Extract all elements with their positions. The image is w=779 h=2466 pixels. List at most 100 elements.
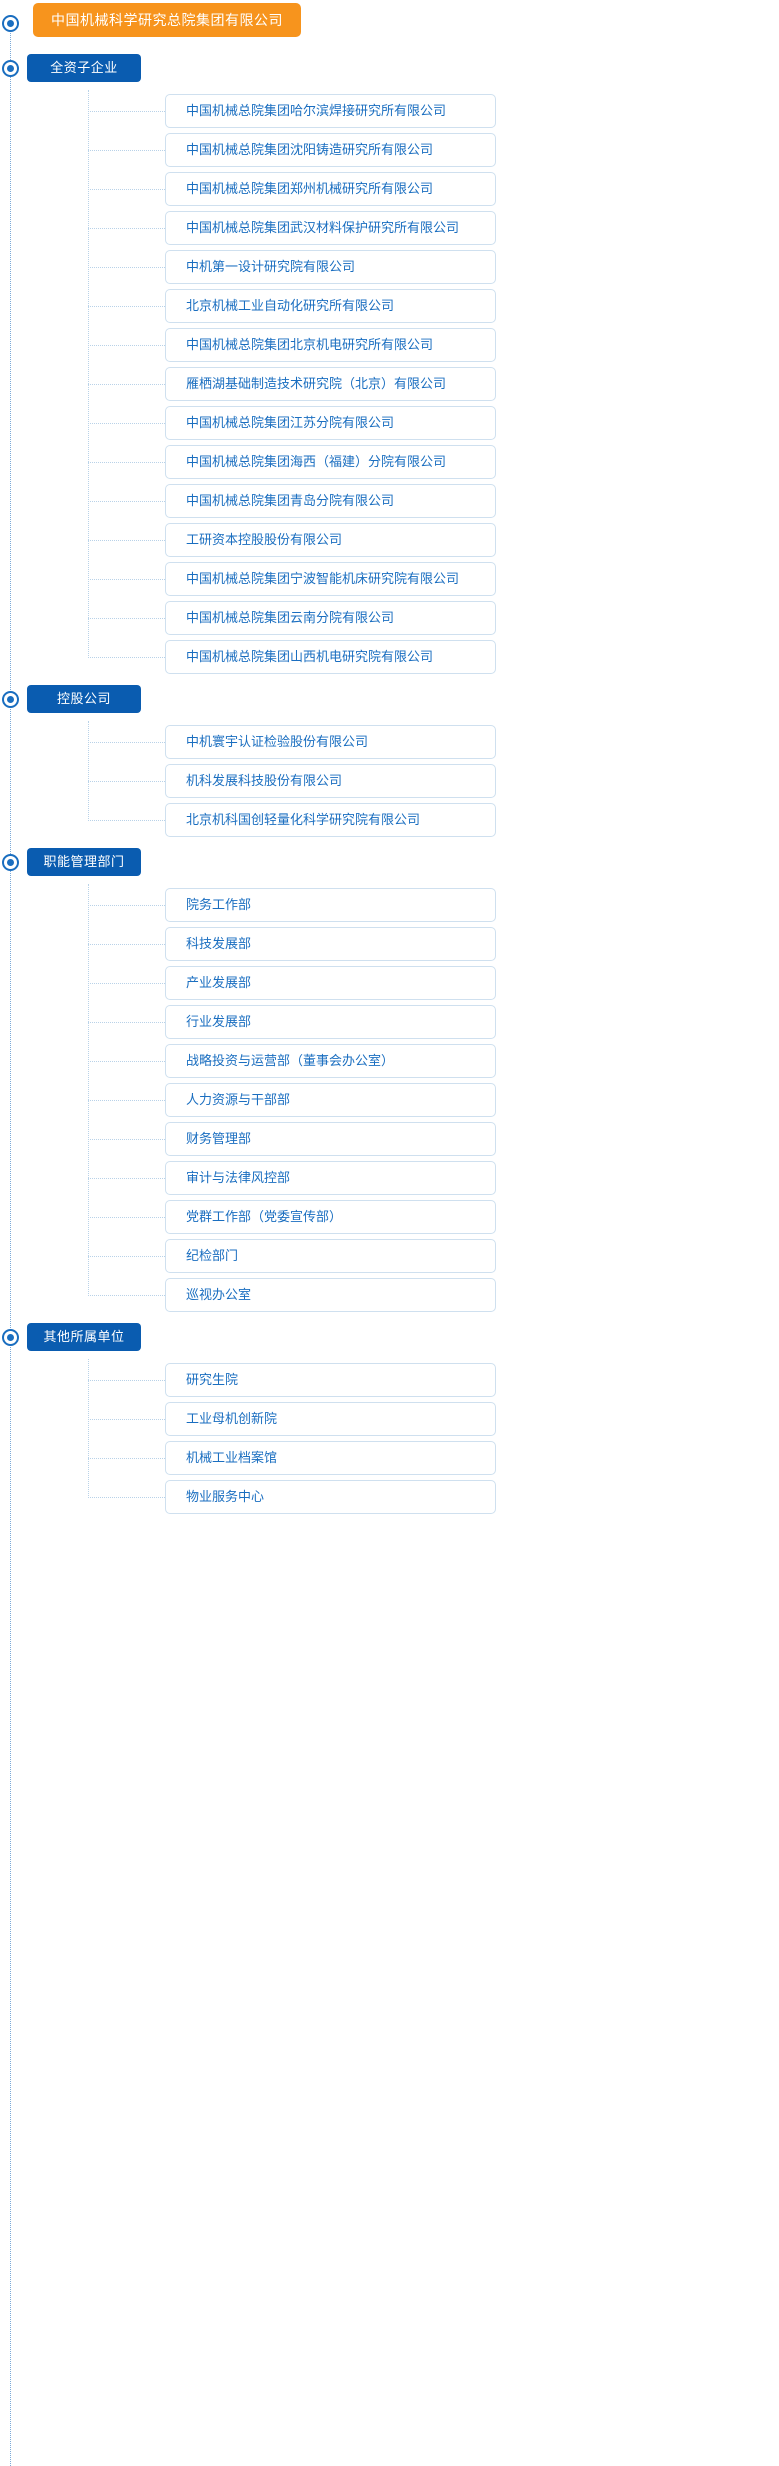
org-item[interactable]: 中国机械总院集团郑州机械研究所有限公司: [165, 172, 496, 206]
org-item[interactable]: 巡视办公室: [165, 1278, 496, 1312]
org-item-row: 中国机械总院集团山西机电研究院有限公司: [0, 638, 779, 677]
org-item-row: 战略投资与运营部（董事会办公室）: [0, 1042, 779, 1081]
category-header: 控股公司: [0, 677, 779, 721]
org-item[interactable]: 党群工作部（党委宣传部）: [165, 1200, 496, 1234]
org-item-row: 中国机械总院集团哈尔滨焊接研究所有限公司: [0, 92, 779, 131]
org-item[interactable]: 北京机械工业自动化研究所有限公司: [165, 289, 496, 323]
org-item-row: 中国机械总院集团海西（福建）分院有限公司: [0, 443, 779, 482]
item-horizontal-connector: [88, 905, 165, 906]
org-item-row: 中国机械总院集团江苏分院有限公司: [0, 404, 779, 443]
item-horizontal-connector: [88, 189, 165, 190]
org-item-row: 机科发展科技股份有限公司: [0, 762, 779, 801]
category-node-marker-icon: [2, 691, 19, 708]
org-item[interactable]: 科技发展部: [165, 927, 496, 961]
org-item[interactable]: 中国机械总院集团江苏分院有限公司: [165, 406, 496, 440]
org-item[interactable]: 雁栖湖基础制造技术研究院（北京）有限公司: [165, 367, 496, 401]
org-item-row: 行业发展部: [0, 1003, 779, 1042]
item-horizontal-connector: [88, 820, 165, 821]
branch-vertical-connector: [88, 90, 89, 656]
org-item[interactable]: 中国机械总院集团哈尔滨焊接研究所有限公司: [165, 94, 496, 128]
item-horizontal-connector: [88, 1458, 165, 1459]
category-header: 职能管理部门: [0, 840, 779, 884]
item-horizontal-connector: [88, 1022, 165, 1023]
org-item[interactable]: 中国机械总院集团云南分院有限公司: [165, 601, 496, 635]
branch-vertical-connector: [88, 1359, 89, 1496]
org-item-row: 研究生院: [0, 1361, 779, 1400]
category-item-list: 研究生院工业母机创新院机械工业档案馆物业服务中心: [0, 1359, 779, 1517]
org-item[interactable]: 人力资源与干部部: [165, 1083, 496, 1117]
branch-vertical-connector: [88, 721, 89, 819]
org-item[interactable]: 中国机械总院集团北京机电研究所有限公司: [165, 328, 496, 362]
item-horizontal-connector: [88, 228, 165, 229]
org-item[interactable]: 财务管理部: [165, 1122, 496, 1156]
org-item-row: 中机第一设计研究院有限公司: [0, 248, 779, 287]
org-item-row: 工研资本控股股份有限公司: [0, 521, 779, 560]
org-item-row: 中国机械总院集团沈阳铸造研究所有限公司: [0, 131, 779, 170]
org-item[interactable]: 中机寰宇认证检验股份有限公司: [165, 725, 496, 759]
root-node-row: 中国机械科学研究总院集团有限公司: [0, 0, 779, 46]
org-item-row: 巡视办公室: [0, 1276, 779, 1315]
org-item-row: 中国机械总院集团青岛分院有限公司: [0, 482, 779, 521]
category-group: 职能管理部门院务工作部科技发展部产业发展部行业发展部战略投资与运营部（董事会办公…: [0, 840, 779, 1315]
org-item-row: 北京机科国创轻量化科学研究院有限公司: [0, 801, 779, 840]
item-horizontal-connector: [88, 1178, 165, 1179]
org-item[interactable]: 纪检部门: [165, 1239, 496, 1273]
item-horizontal-connector: [88, 983, 165, 984]
category-label[interactable]: 其他所属单位: [27, 1323, 141, 1351]
org-item[interactable]: 战略投资与运营部（董事会办公室）: [165, 1044, 496, 1078]
org-item-row: 中国机械总院集团武汉材料保护研究所有限公司: [0, 209, 779, 248]
org-item[interactable]: 中国机械总院集团海西（福建）分院有限公司: [165, 445, 496, 479]
main-vertical-connector: [10, 24, 11, 2466]
branch-vertical-connector: [88, 884, 89, 1294]
org-item[interactable]: 中国机械总院集团沈阳铸造研究所有限公司: [165, 133, 496, 167]
org-item[interactable]: 行业发展部: [165, 1005, 496, 1039]
category-node-marker-icon: [2, 60, 19, 77]
org-item[interactable]: 产业发展部: [165, 966, 496, 1000]
item-horizontal-connector: [88, 150, 165, 151]
org-item[interactable]: 研究生院: [165, 1363, 496, 1397]
org-item-row: 物业服务中心: [0, 1478, 779, 1517]
org-item-row: 产业发展部: [0, 964, 779, 1003]
org-item[interactable]: 北京机科国创轻量化科学研究院有限公司: [165, 803, 496, 837]
item-horizontal-connector: [88, 618, 165, 619]
org-item-row: 纪检部门: [0, 1237, 779, 1276]
org-item-row: 科技发展部: [0, 925, 779, 964]
org-item-row: 人力资源与干部部: [0, 1081, 779, 1120]
item-horizontal-connector: [88, 306, 165, 307]
org-item-row: 财务管理部: [0, 1120, 779, 1159]
org-item[interactable]: 物业服务中心: [165, 1480, 496, 1514]
category-item-list: 院务工作部科技发展部产业发展部行业发展部战略投资与运营部（董事会办公室） 人力资源…: [0, 884, 779, 1315]
root-node-label[interactable]: 中国机械科学研究总院集团有限公司: [33, 3, 301, 37]
item-horizontal-connector: [88, 345, 165, 346]
item-horizontal-connector: [88, 1497, 165, 1498]
item-horizontal-connector: [88, 1380, 165, 1381]
category-label[interactable]: 控股公司: [27, 685, 141, 713]
item-horizontal-connector: [88, 1217, 165, 1218]
org-item[interactable]: 中国机械总院集团宁波智能机床研究院有限公司: [165, 562, 496, 596]
item-horizontal-connector: [88, 944, 165, 945]
category-group: 控股公司中机寰宇认证检验股份有限公司机科发展科技股份有限公司北京机科国创轻量化科…: [0, 677, 779, 840]
org-item[interactable]: 机科发展科技股份有限公司: [165, 764, 496, 798]
org-item[interactable]: 中机第一设计研究院有限公司: [165, 250, 496, 284]
org-item-row: 党群工作部（党委宣传部）: [0, 1198, 779, 1237]
org-item[interactable]: 工业母机创新院: [165, 1402, 496, 1436]
item-horizontal-connector: [88, 1061, 165, 1062]
item-horizontal-connector: [88, 742, 165, 743]
item-horizontal-connector: [88, 1295, 165, 1296]
category-item-list: 中国机械总院集团哈尔滨焊接研究所有限公司中国机械总院集团沈阳铸造研究所有限公司中…: [0, 90, 779, 677]
item-horizontal-connector: [88, 423, 165, 424]
org-item[interactable]: 工研资本控股股份有限公司: [165, 523, 496, 557]
org-item[interactable]: 院务工作部: [165, 888, 496, 922]
category-label[interactable]: 全资子企业: [27, 54, 141, 82]
org-item[interactable]: 中国机械总院集团武汉材料保护研究所有限公司: [165, 211, 496, 245]
org-item[interactable]: 中国机械总院集团青岛分院有限公司: [165, 484, 496, 518]
org-item[interactable]: 审计与法律风控部: [165, 1161, 496, 1195]
category-group: 其他所属单位研究生院工业母机创新院机械工业档案馆物业服务中心: [0, 1315, 779, 1517]
org-item-row: 机械工业档案馆: [0, 1439, 779, 1478]
item-horizontal-connector: [88, 1139, 165, 1140]
item-horizontal-connector: [88, 1419, 165, 1420]
org-item[interactable]: 中国机械总院集团山西机电研究院有限公司: [165, 640, 496, 674]
root-node-marker-icon: [2, 14, 19, 32]
org-item[interactable]: 机械工业档案馆: [165, 1441, 496, 1475]
category-label[interactable]: 职能管理部门: [27, 848, 141, 876]
